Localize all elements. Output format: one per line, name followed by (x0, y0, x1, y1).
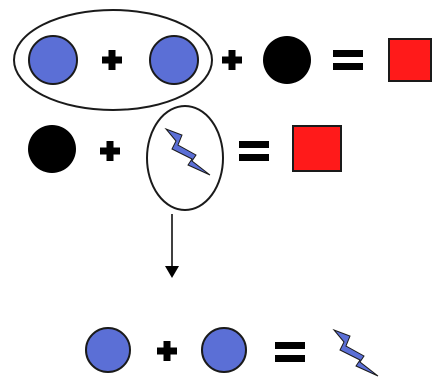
equation-2 (28, 105, 342, 211)
grouping-ellipse (13, 9, 213, 111)
plus-sign (100, 141, 120, 161)
black-circle (263, 36, 311, 84)
black-circle (28, 125, 76, 173)
blue-circle (149, 35, 199, 85)
grouping-ellipse (146, 105, 224, 211)
equation-1 (13, 9, 432, 111)
equation-3 (85, 327, 379, 377)
red-square (388, 38, 432, 82)
plus-sign (157, 341, 177, 361)
equals-sign (333, 50, 363, 70)
equals-sign (239, 141, 269, 161)
blue-circle (85, 327, 131, 373)
blue-circle (201, 327, 247, 373)
blue-circle (28, 35, 78, 85)
down-arrow (165, 214, 179, 278)
plus-sign (222, 50, 242, 70)
lightning-bolt-icon (165, 128, 211, 176)
plus-sign (102, 50, 122, 70)
red-square (292, 125, 342, 172)
equals-sign (275, 342, 305, 362)
lightning-bolt-icon (333, 329, 379, 377)
